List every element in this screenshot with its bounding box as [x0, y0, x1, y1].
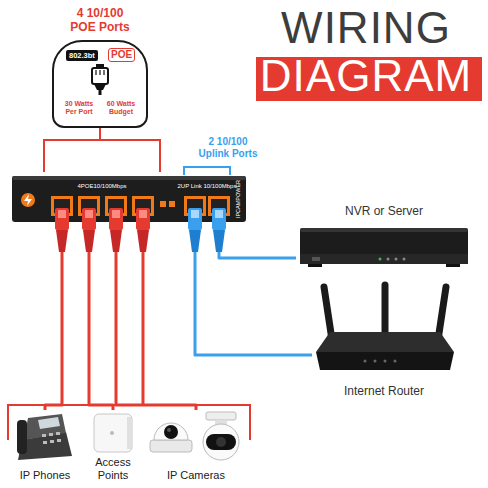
access-point-icon: [110, 431, 114, 435]
dome-camera-icon: [164, 425, 178, 439]
dome-camera-icon: [150, 440, 192, 452]
router-device: [316, 352, 454, 370]
poe-switch: 4POE10/100Mbps 2UP Link 10/100MbpsIPCAMPO…: [12, 176, 246, 222]
nvr-device: [300, 228, 468, 232]
nvr-device: [300, 228, 468, 264]
nvr-led: [403, 258, 406, 261]
cable-icon: [99, 70, 100, 75]
endpoint-node: IP Phones: [12, 410, 78, 486]
rj45-plug: [212, 208, 226, 230]
rj45-plug: [188, 208, 202, 230]
phone-icon: [49, 433, 53, 436]
rj45-plug: [189, 230, 201, 252]
rj45-plug: [191, 210, 199, 218]
callout-label: 4 10/100 POE Ports: [67, 6, 133, 34]
bracket-stem: [99, 128, 101, 140]
network-cable: [219, 222, 296, 258]
ptz-camera-icon: [216, 437, 226, 447]
diagram-title: WIRING DIAGRAM: [250, 4, 482, 100]
rj45-plug: [112, 210, 120, 218]
nvr-device: [312, 257, 320, 261]
rj45-plug: [58, 210, 66, 218]
rj45-plug: [85, 210, 93, 218]
badge-text: 802.3bt: [66, 50, 98, 61]
rj45-plug: [55, 208, 69, 230]
ptz-camera-icon: [206, 412, 236, 420]
cable-icon: [103, 70, 104, 75]
status-led: [169, 201, 175, 207]
phone-icon: [17, 420, 27, 454]
power-icon: [21, 193, 35, 207]
port-label: 2UP Link 10/100Mbps: [175, 183, 239, 190]
badge-text: 60 Watts Budget: [102, 100, 140, 116]
port-label: 4POE10/100Mbps: [50, 183, 154, 190]
uplink-bracket: [184, 167, 230, 175]
callout-label: 2 10/100 Uplink Ports: [196, 136, 260, 160]
rj45-plug: [83, 230, 95, 252]
nvr-led: [379, 258, 382, 261]
switch-body: [12, 176, 246, 180]
cable-icon: [96, 64, 104, 68]
phone-icon: [56, 432, 60, 435]
cable-icon: [95, 70, 96, 75]
router-led: [384, 360, 387, 363]
switch-body: [12, 176, 246, 222]
phone-icon: [42, 434, 46, 437]
phone-icon: [38, 417, 60, 429]
network-cable: [116, 222, 196, 410]
port-label: IPCAMPOWER: [235, 180, 241, 218]
badge-text: POE: [108, 48, 135, 62]
poe-badge: 802.3bt POE 30 Watts Per Port60 Watts Budg…: [52, 40, 148, 128]
router-led: [394, 360, 397, 363]
device-label: IP Cameras: [167, 469, 225, 482]
rj45-plug: [110, 230, 122, 252]
phone-icon: [57, 439, 61, 442]
rj45-plug: [139, 210, 147, 218]
access-point-icon: [94, 414, 132, 452]
device-label: Internet Router: [344, 384, 424, 398]
rj45-plug: [137, 230, 149, 252]
cable-icon: [92, 68, 108, 84]
access-point-icon: [127, 417, 131, 449]
badge-text: 30 Watts Per Port: [60, 100, 98, 116]
ptz-camera-icon: [206, 434, 236, 450]
phone-icon: [50, 440, 54, 443]
nvr-device: [446, 264, 460, 267]
dome-camera-icon: [154, 423, 188, 440]
router-led: [374, 360, 377, 363]
phone-icon: [24, 414, 66, 440]
device-label: NVR or Server: [345, 204, 423, 218]
nvr-device: [308, 264, 322, 267]
dome-camera-icon: [167, 428, 171, 432]
cable-icon: [99, 90, 102, 95]
router-antenna: [382, 285, 389, 336]
rj45-plug: [109, 208, 123, 230]
rj45-plug: [213, 230, 225, 252]
status-led: [160, 201, 166, 207]
device-label: Access Points: [80, 456, 146, 482]
endpoint-node: IP Cameras: [146, 410, 246, 486]
network-cable: [195, 222, 312, 355]
power-icon: [24, 194, 32, 206]
device-label: IP Phones: [20, 469, 71, 482]
rj45-plug: [82, 208, 96, 230]
nvr-node: NVR or Server: [296, 202, 472, 272]
rj45-plug: [136, 208, 150, 230]
cable-icon: [94, 84, 106, 90]
router-device: [316, 332, 454, 352]
ptz-camera-icon: [203, 424, 239, 460]
rj45-plug: [215, 210, 223, 218]
endpoint-node: Access Points: [80, 410, 146, 486]
router-node: Internet Router: [312, 280, 456, 402]
nvr-led: [395, 258, 398, 261]
nvr-device: [300, 254, 468, 264]
network-cable: [89, 222, 113, 410]
phone-icon: [43, 441, 47, 444]
poe-bracket: [44, 140, 160, 172]
rj45-plug: [56, 230, 68, 252]
router-led: [364, 360, 367, 363]
nvr-led: [387, 258, 390, 261]
